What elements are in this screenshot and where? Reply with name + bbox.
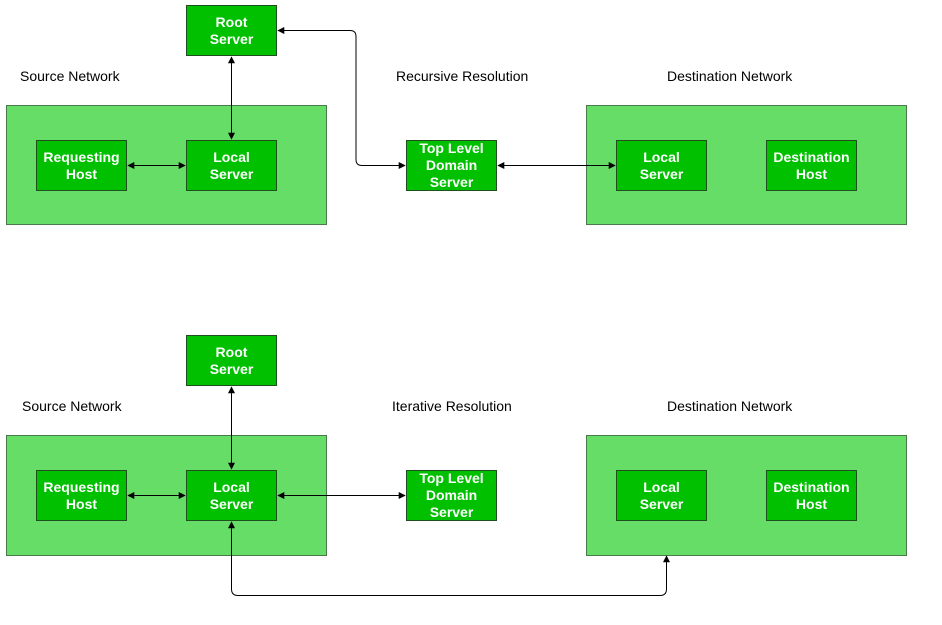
iterative-source-network-label: Source Network bbox=[22, 398, 122, 414]
recursive-destination-host[interactable]: Destination Host bbox=[766, 140, 857, 191]
iterative-destination-network-label: Destination Network bbox=[667, 398, 793, 414]
iterative-tld-server[interactable]: Top Level Domain Server bbox=[406, 470, 497, 521]
recursive-destination-local-server[interactable]: Local Server bbox=[616, 140, 707, 191]
iterative-requesting-host[interactable]: Requesting Host bbox=[36, 470, 127, 521]
iterative-destination-host[interactable]: Destination Host bbox=[766, 470, 857, 521]
recursive-root-server[interactable]: Root Server bbox=[186, 5, 277, 56]
iterative-destination-local-server[interactable]: Local Server bbox=[616, 470, 707, 521]
iterative-resolution-title: Iterative Resolution bbox=[392, 398, 512, 414]
iterative-root-server[interactable]: Root Server bbox=[186, 335, 277, 386]
recursive-destination-network-label: Destination Network bbox=[667, 68, 793, 84]
recursive-source-network-label: Source Network bbox=[20, 68, 120, 84]
edge-iterative-local-server-destination-network bbox=[228, 521, 670, 596]
recursive-resolution-title: Recursive Resolution bbox=[396, 68, 529, 84]
recursive-local-server[interactable]: Local Server bbox=[186, 140, 277, 191]
recursive-requesting-host[interactable]: Requesting Host bbox=[36, 140, 127, 191]
iterative-local-server[interactable]: Local Server bbox=[186, 470, 277, 521]
edge-recursive-root-server-tld-server bbox=[277, 27, 406, 169]
recursive-tld-server[interactable]: Top Level Domain Server bbox=[406, 140, 497, 191]
